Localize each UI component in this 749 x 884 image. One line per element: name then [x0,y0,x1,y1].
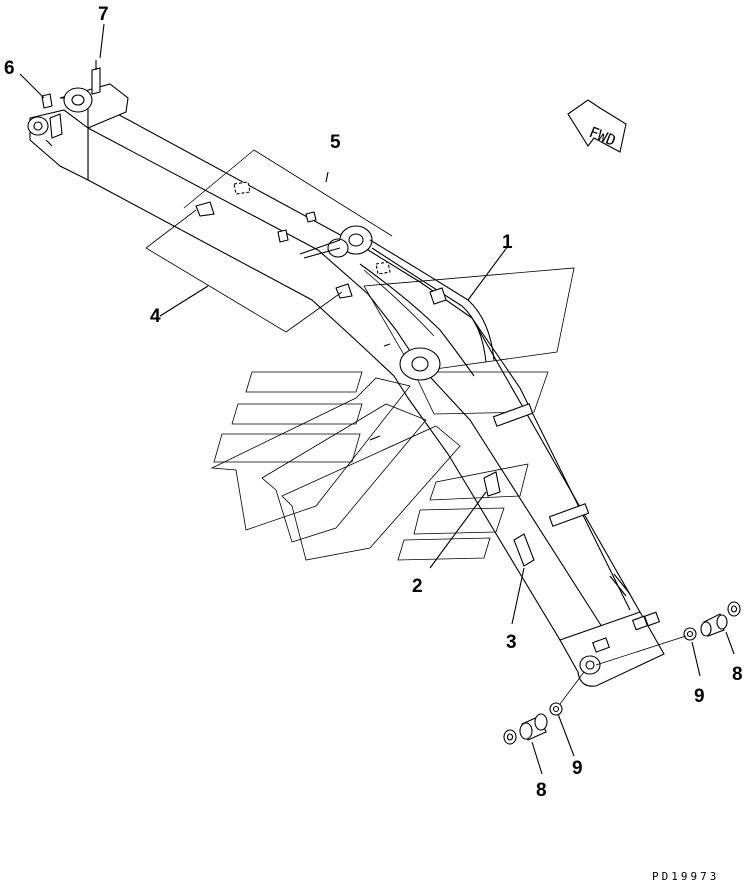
leader-lines [19,23,735,775]
left-pin-parts [503,671,585,745]
callout-8-left: 8 [536,780,547,801]
right-pin-parts [595,601,741,666]
callout-4: 4 [150,306,161,327]
callout-3: 3 [506,632,517,653]
plate-item-3 [513,533,535,567]
drawing-code: PD19973 [652,870,719,883]
callout-7: 7 [98,4,109,25]
callout-9-right: 9 [694,686,705,707]
boom-body [87,97,665,687]
callout-6: 6 [4,58,15,79]
callout-5: 5 [330,132,341,153]
fwd-direction-arrow: FWD [567,99,627,153]
callout-9-left: 9 [572,758,583,779]
callout-1: 1 [502,232,513,253]
plate-item-2 [483,471,501,497]
boom-head [27,60,129,181]
callout-8-right: 8 [732,664,743,685]
callout-2: 2 [412,576,423,597]
